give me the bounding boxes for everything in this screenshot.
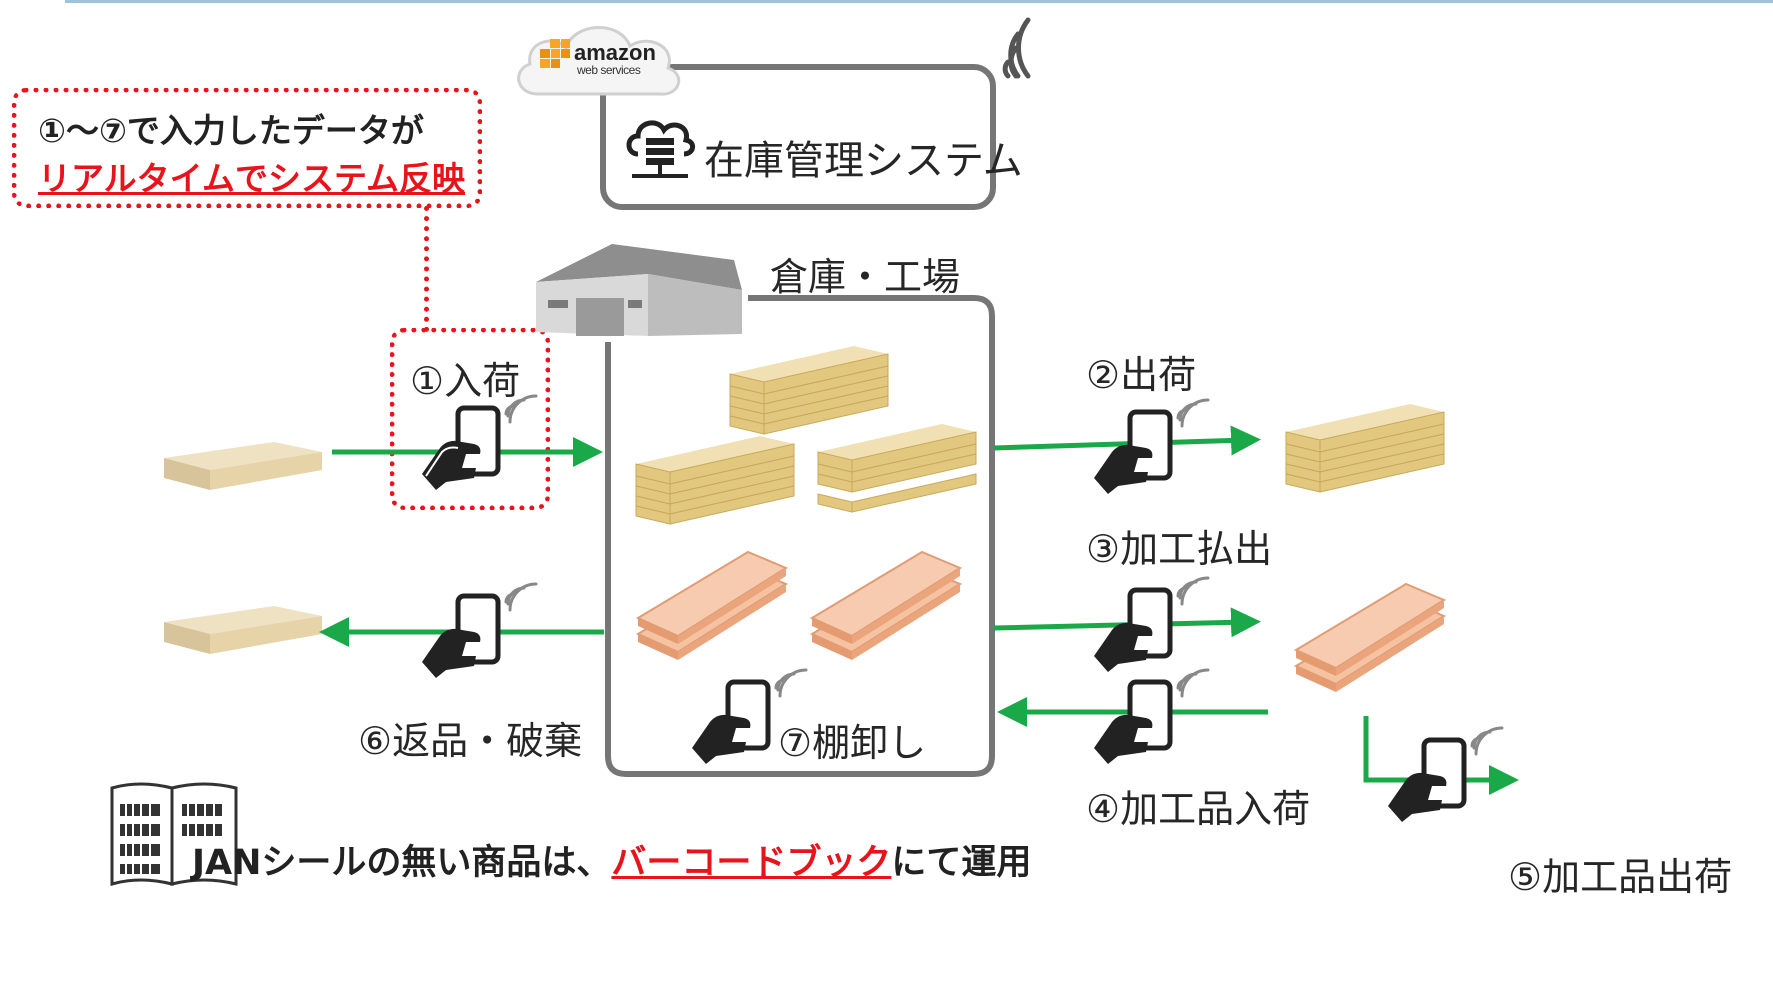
callout-connector <box>424 206 429 332</box>
single-board-incoming <box>164 442 322 490</box>
realtime-callout-box <box>12 88 482 208</box>
scanner-icon-processing-out <box>1094 576 1210 672</box>
step-return-label: ⑥返品・破棄 <box>358 719 583 763</box>
aws-name: amazon <box>574 40 656 65</box>
warehouse-label: 倉庫・工場 <box>770 255 961 299</box>
receiving-highlight-box <box>390 328 550 510</box>
lumber-stack-right <box>817 424 977 513</box>
note-suffix: にて運用 <box>891 843 1032 883</box>
lumber-stack-shipped <box>1285 404 1445 493</box>
single-board-returned <box>164 606 322 654</box>
inventory-system-box <box>600 64 996 210</box>
aws-logo-icon <box>540 39 570 68</box>
step-receiving-label: ①入荷 <box>410 359 521 403</box>
cloud-server-icon <box>626 120 695 178</box>
scanner-icon-processed-out <box>1388 726 1504 822</box>
inventory-system-label: 在庫管理システム <box>704 138 1023 184</box>
scanner-icon-processed-in <box>1094 668 1210 764</box>
wifi-signal-icon <box>1002 17 1031 79</box>
lumber-stack-top <box>729 346 889 435</box>
arrow-shipping <box>993 425 1261 456</box>
lumber-stack-left <box>635 436 795 525</box>
scanner-icon-stocktaking <box>692 668 808 764</box>
note-highlight: バーコードブック <box>611 843 892 883</box>
step-processing-out-label: ③加工払出 <box>1086 527 1273 571</box>
foam-board-pair-left <box>635 550 789 660</box>
foam-board-pair-processed <box>1293 582 1447 692</box>
aws-subname: web services <box>577 63 641 77</box>
warehouse-frame <box>605 295 995 777</box>
scanner-icon-receiving <box>422 394 538 490</box>
callout-text-line1: ①〜⑦で入力したデータが <box>38 111 424 150</box>
step-processed-out-label: ⑤加工品出荷 <box>1508 855 1733 899</box>
step-shipping-label: ②出荷 <box>1086 353 1197 397</box>
barcode-book-note: JANシールの無い商品は、バーコードブックにて運用 <box>192 834 1031 885</box>
step-stocktaking-label: ⑦棚卸し <box>778 721 927 765</box>
barcode-book-icon <box>110 782 238 886</box>
top-rule <box>65 0 1773 3</box>
scanner-icon-shipping <box>1094 398 1210 494</box>
scanner-icon-return <box>422 582 538 678</box>
foam-board-pair-right <box>809 550 963 660</box>
warehouse-building-icon <box>536 244 742 336</box>
callout-text-line2: リアルタイムでシステム反映 <box>38 159 466 198</box>
note-prefix: JANシールの無い商品は、 <box>192 843 612 883</box>
step-processed-in-label: ④加工品入荷 <box>1086 787 1311 831</box>
